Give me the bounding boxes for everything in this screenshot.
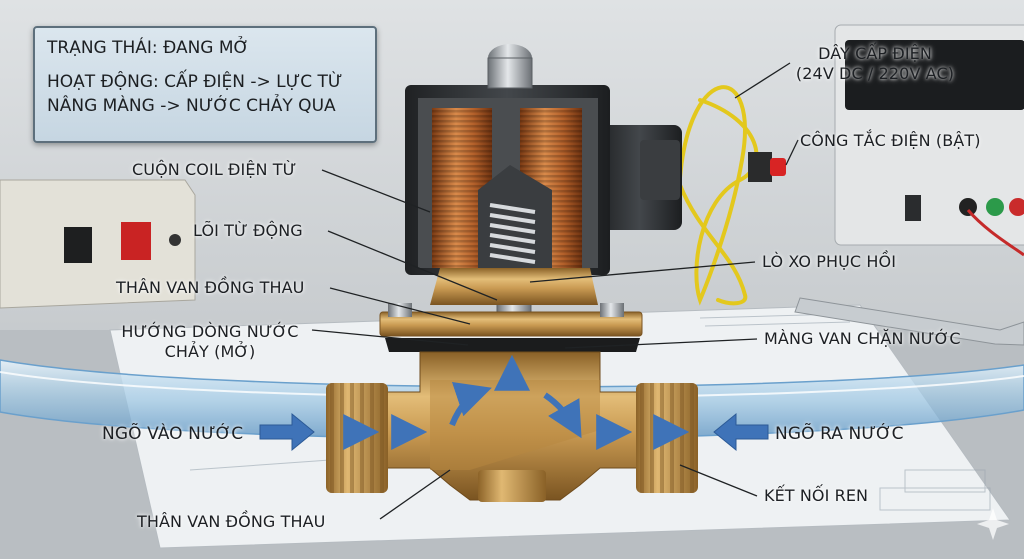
status-action-line2: NÂNG MÀNG -> NƯỚC CHẢY QUA [47,96,336,116]
label-cable-line2: (24V DC / 220V AC) [795,64,955,83]
label-inlet: NGÕ VÀO NƯỚC [102,424,244,444]
outlet-flow-arrow [713,412,769,452]
power-supply [834,24,1024,257]
label-spring: LÒ XO PHỤC HỒI [762,252,897,271]
status-action-label: HOẠT ĐỘNG: [47,72,159,92]
flow-arrows [259,354,769,452]
sparkle-icon [977,508,1009,540]
label-diaphragm: MÀNG VAN CHẶN NƯỚC [764,329,961,348]
status-action-row: HOẠT ĐỘNG: CẤP ĐIỆN -> LỰC TỪ [47,70,363,94]
label-switch: CÔNG TẮC ĐIỆN (BẬT) [800,131,981,150]
status-state-label: TRẠNG THÁI: [47,38,158,58]
status-panel: TRẠNG THÁI: ĐANG MỞ HOẠT ĐỘNG: CẤP ĐIỆN … [33,26,377,143]
label-flow-line1: HƯỚNG DÒNG NƯỚC [121,322,299,341]
return-spring [489,203,536,264]
wrench [794,297,1024,346]
top-nut [487,44,533,89]
label-outlet: NGÕ RA NƯỚC [775,424,904,444]
status-state-value: ĐANG MỞ [163,38,250,58]
status-action-line1: CẤP ĐIỆN -> LỰC TỪ [164,72,343,92]
coil-housing [405,85,610,275]
inlet-flow-arrow [259,412,315,452]
status-state-row: TRẠNG THÁI: ĐANG MỞ [47,36,363,60]
switch-box [0,179,196,309]
label-body: THÂN VAN ĐỒNG THAU [137,512,326,531]
label-cable: DÂY CẤP ĐIỆN (24V DC / 220V AC) [790,44,960,84]
cable-switch [748,152,786,182]
label-bonnet: THÂN VAN ĐỒNG THAU [116,278,305,297]
label-coil: CUỘN COIL ĐIỆN TỪ [132,160,297,179]
label-thread: KẾT NỐI REN [764,486,869,505]
label-flow: HƯỚNG DÒNG NƯỚC CHẢY (MỞ) [110,322,310,362]
label-plunger: LÕI TỪ ĐỘNG [193,221,303,240]
leader-lines [311,62,799,520]
coil-connector [597,125,682,230]
label-cable-line1: DÂY CẤP ĐIỆN [818,44,932,63]
label-flow-line2: CHẢY (MỞ) [164,342,256,361]
